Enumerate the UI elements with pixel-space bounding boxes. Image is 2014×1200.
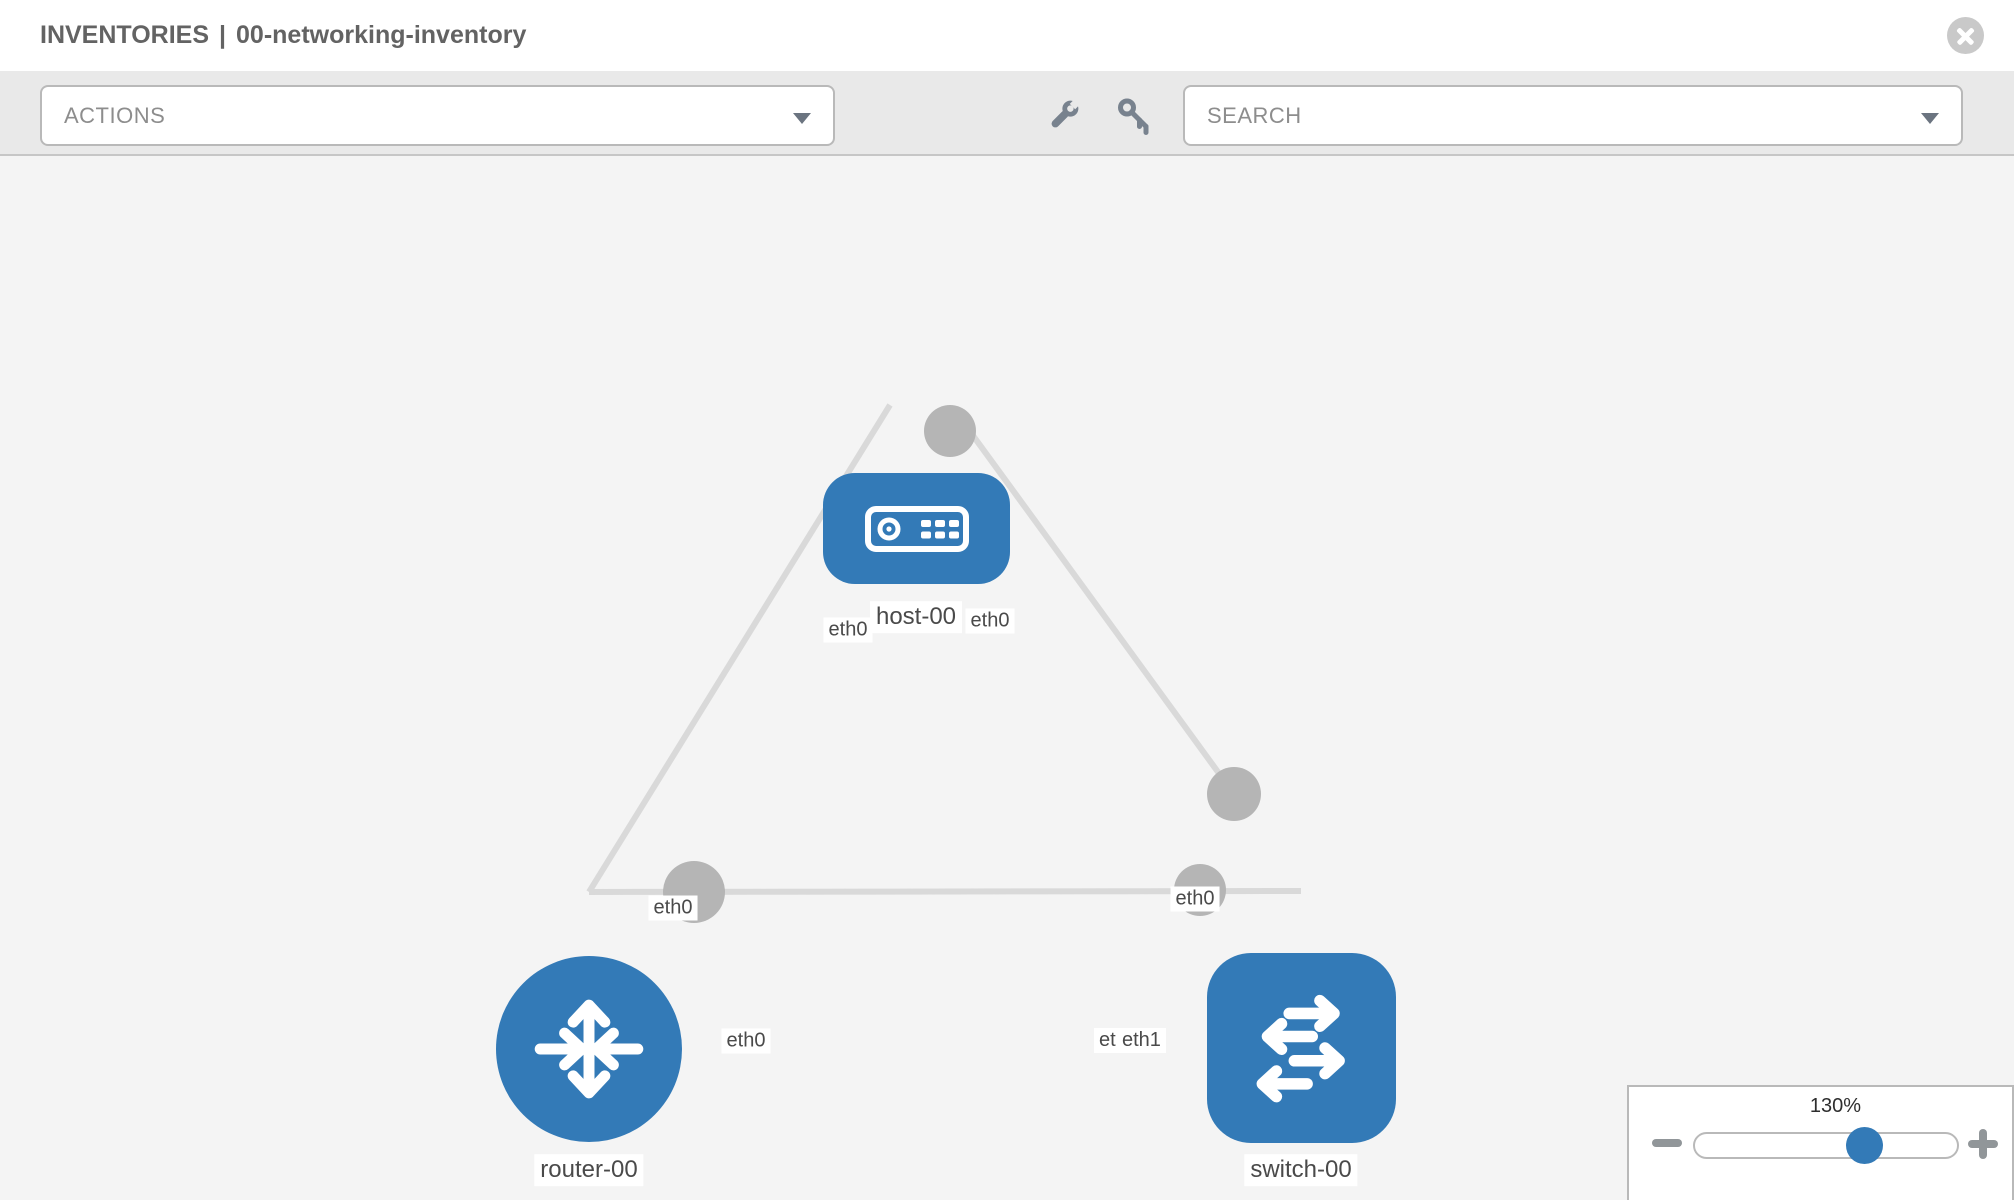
node-host-00[interactable] [823, 473, 1010, 584]
zoom-slider-track[interactable] [1693, 1132, 1959, 1159]
toolbar: ACTIONS SEARCH [0, 71, 2014, 156]
search-dropdown-label: SEARCH [1207, 102, 1302, 128]
node-label-switch: switch-00 [1244, 1154, 1358, 1186]
actions-dropdown[interactable]: ACTIONS [40, 85, 835, 146]
key-icon [1118, 98, 1149, 135]
search-dropdown[interactable]: SEARCH [1183, 85, 1963, 146]
topology-canvas[interactable]: host-00 router-00 switch-00 eth0 eth0 et… [0, 157, 2014, 1200]
port-switch-eth0[interactable] [1207, 767, 1261, 821]
interface-label-switch-port: eth1 [1117, 1028, 1166, 1053]
interface-label-host-right: eth0 [965, 608, 1015, 634]
zoom-level-label: 130% [1809, 1095, 1862, 1117]
node-router-00[interactable] [496, 956, 682, 1142]
host-icon [864, 505, 969, 552]
page-header: INVENTORIES | 00-networking-inventory [0, 0, 2014, 71]
inventory-name: 00-networking-inventory [236, 21, 527, 49]
credentials-button[interactable] [1114, 95, 1154, 135]
node-label-router: router-00 [534, 1154, 644, 1186]
actions-dropdown-label: ACTIONS [64, 102, 166, 128]
interface-label-edge-router: eth0 [648, 895, 698, 921]
zoom-out-button minus-icon[interactable] [1652, 1139, 1682, 1147]
breadcrumb-section: INVENTORIES [40, 21, 210, 49]
close-button[interactable] [1947, 17, 1984, 54]
chevron-down-icon [793, 113, 811, 124]
page-title: INVENTORIES | 00-networking-inventory [40, 21, 526, 50]
configure-tools-button[interactable] [1044, 95, 1084, 135]
interface-label-router-port: eth0 [721, 1028, 771, 1054]
chevron-down-icon [1921, 113, 1939, 124]
node-switch-00[interactable] [1207, 953, 1396, 1143]
port-host-eth0[interactable] [924, 405, 976, 457]
interface-label-edge-switch: eth0 [1170, 886, 1220, 912]
zoom-in-button plus-icon[interactable] [1968, 1129, 1998, 1159]
interface-label-host-left: eth0 [823, 617, 873, 643]
plus-icon-bar [1979, 1129, 1987, 1159]
topology-wires [586, 403, 1302, 923]
breadcrumb-divider: | [219, 21, 227, 49]
zoom-slider-thumb[interactable] [1846, 1127, 1883, 1164]
link-host-switch[interactable] [955, 413, 1237, 796]
switch-icon [1256, 994, 1345, 1103]
zoom-panel: 130% [1627, 1085, 2014, 1200]
node-label-host: host-00 [869, 601, 963, 633]
router-icon [534, 999, 644, 1099]
wrench-icon [1051, 98, 1081, 128]
